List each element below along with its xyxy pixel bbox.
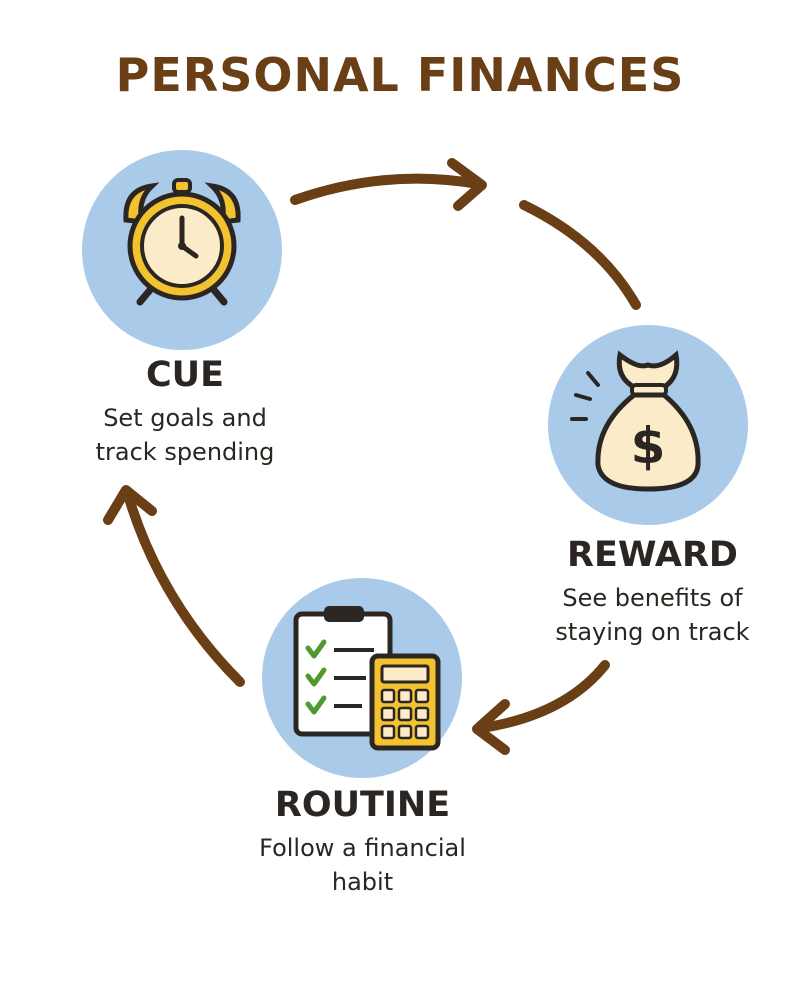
cue-description-line-2: track spending: [95, 438, 275, 466]
routine-heading: ROUTINE: [274, 785, 451, 825]
reward-label: REWARD See benefits of staying on track: [530, 535, 775, 649]
cue-heading: CUE: [145, 355, 224, 395]
cue-description-line-1: Set goals and: [103, 404, 267, 432]
reward-description-line-1: See benefits of: [562, 584, 743, 612]
arrow-routine-to-cue: [103, 485, 245, 687]
money-bag-icon: $: [548, 325, 748, 525]
reward-icon-circle: $: [548, 325, 748, 525]
routine-label: ROUTINE Follow a financial habit: [235, 785, 490, 899]
page-title: PERSONAL FINANCES: [115, 48, 685, 102]
arc-to-reward: [519, 200, 641, 310]
routine-icon-circle: [262, 578, 462, 778]
cue-label: CUE Set goals and track spending: [60, 355, 310, 469]
routine-description-line-2: habit: [331, 868, 394, 896]
alarm-clock-icon: [82, 150, 282, 350]
checklist-calculator-icon: [262, 578, 462, 778]
svg-text:$: $: [631, 417, 666, 475]
reward-heading: REWARD: [567, 535, 738, 575]
arrow-cue-to-reward: [290, 158, 487, 211]
cue-icon-circle: [82, 150, 282, 350]
arrow-reward-to-routine: [472, 660, 610, 755]
reward-description-line-2: staying on track: [555, 618, 750, 646]
routine-description-line-1: Follow a financial: [259, 834, 466, 862]
